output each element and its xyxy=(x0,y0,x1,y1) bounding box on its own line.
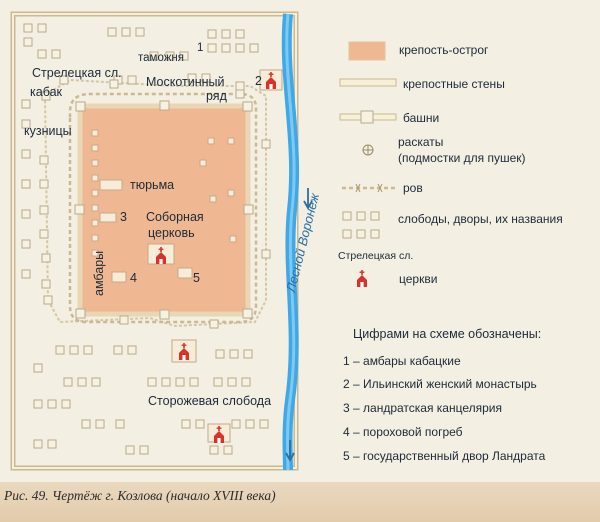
label-tserkov: церковь xyxy=(148,226,195,240)
caption-text: Чертёж г. Козлова (начало XVIII века) xyxy=(52,488,276,503)
legend-label-raskaty: раскаты xyxy=(398,135,444,149)
label-ryad: ряд xyxy=(206,89,227,103)
label-num4: 4 xyxy=(130,271,137,285)
note-item-1: 1 – амбары кабацкие xyxy=(343,354,461,368)
label-tyurma: тюрьма xyxy=(130,178,175,192)
legend-label-walls: крепостные стены xyxy=(403,77,505,91)
label-ambary: амбары xyxy=(92,250,106,296)
note-item-3: 3 – ландратская канцелярия xyxy=(343,401,502,415)
legend-label-moat: ров xyxy=(403,181,423,195)
legend-label-settlements: слободы, дворы, их названия xyxy=(398,212,563,226)
legend-moat-symbol xyxy=(342,183,396,193)
label-num5: 5 xyxy=(193,271,200,285)
moat xyxy=(68,92,258,324)
caption-prefix: Рис. 49. xyxy=(4,488,49,503)
legend-label-fortress: крепость-острог xyxy=(399,43,489,57)
note-item-4: 4 – пороховой погреб xyxy=(343,425,463,439)
note-item-5: 5 – государственный двор Ландрата xyxy=(343,449,546,463)
legend-fortress-swatch xyxy=(348,41,386,61)
label-num1: 1 xyxy=(197,42,204,54)
label-kabak: кабак xyxy=(30,85,62,99)
label-sobornaya: Соборная xyxy=(146,210,204,224)
label-moskotinny: Москотинный xyxy=(146,75,225,89)
legend-label-churches: церкви xyxy=(399,272,438,286)
legend-settlement-symbol xyxy=(342,211,380,239)
label-tamozhnya: таможня xyxy=(138,52,184,64)
label-num2: 2 xyxy=(255,74,262,88)
label-num3: 3 xyxy=(120,210,127,224)
fortress-towers xyxy=(74,100,254,320)
river-arrow-icon xyxy=(303,188,313,210)
label-streletskaya: Стрелецкая сл. xyxy=(32,66,122,80)
fortress-buildings xyxy=(91,129,237,283)
caption-bar xyxy=(0,482,600,522)
legend-label-podmostki: (подмостки для пушек) xyxy=(398,151,526,165)
figure-caption: Рис. 49. Чертёж г. Козлова (начало XVIII… xyxy=(4,488,276,504)
label-kuznitsy: кузницы xyxy=(24,124,72,138)
legend-church-icon xyxy=(357,270,367,287)
notes-title: Цифрами на схеме обозначены: xyxy=(353,327,542,341)
label-storozhevaya: Сторожевая слобода xyxy=(148,394,272,408)
note-item-2: 2 – Ильинский женский монастырь xyxy=(343,377,537,391)
legend-wall-symbol xyxy=(339,78,397,87)
settlement-wall xyxy=(43,78,267,328)
legend-label-streletskaya-sample: Стрелецкая сл. xyxy=(338,250,414,262)
fortress-ostrog xyxy=(77,103,251,317)
legend-raskaty-symbol xyxy=(362,144,374,156)
legend-tower-symbol xyxy=(339,110,397,124)
legend-label-towers: башни xyxy=(403,111,440,125)
